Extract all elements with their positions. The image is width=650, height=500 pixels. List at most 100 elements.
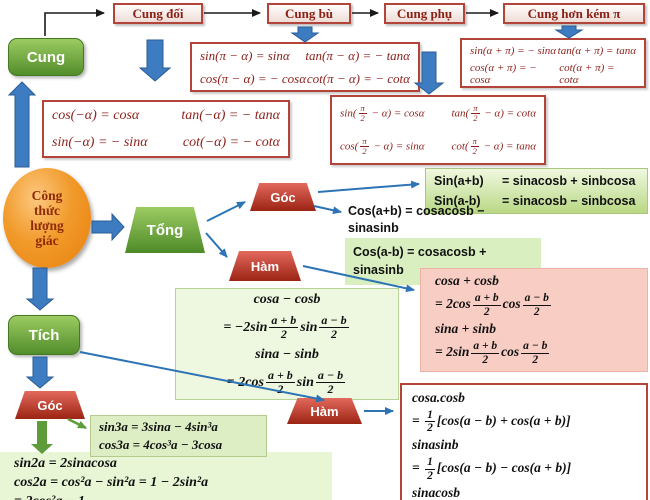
block-arrow-right-to-tong [91,212,125,242]
double-angle-box: sin2a = 2sinacosa cos2a = cos²a − sin²a … [0,452,332,500]
formula-text: sin(−α) = − sinα [52,134,148,150]
arrow-goc-to-costext [313,205,342,215]
formula-text: cos(π − α) = − cosα [200,70,307,86]
formula-line: cos2a = cos²a − sin²a = 1 − 2sin²a [14,475,209,490]
block-arrow-down-to-gocbottom [25,356,55,389]
node-ham-mid: Hàm [229,251,301,281]
formula-text: tan(π − α) = − tanα [305,47,410,63]
formula-text: cos(α + π) = − cosα [470,62,537,86]
formula-text: tan(−α) = − tanα [181,107,280,123]
formula-line: cosa − cosb [253,291,321,307]
node-ham-mid-label: Hàm [250,258,280,274]
formula-box-cung-doi: cos(−α) = cosα tan(−α) = − tanα sin(−α) … [42,100,290,158]
center-node-label: Công thức lượng giác [30,187,64,249]
formula-rhs: = sinacosb + sinbcosa [502,174,636,189]
arrow-goc-to-sinbox [317,180,420,193]
formula-line: sina + sinb [435,321,496,337]
block-arrow-down-cungdoi [138,39,172,82]
formula-text: sin(π − α) = sinα [200,47,290,63]
arrow-goc-to-triplebox [67,417,87,430]
node-tong-label: Tổng [146,221,184,239]
sin-sum-formula-box: Sin(a+b) = sinacosb + sinbcosa Sin(a-b) … [425,168,648,214]
formula-line: cosa.cosb [412,390,465,406]
block-arrow-up-to-cung [7,81,37,168]
center-node-cong-thuc-luong-giac: Công thức lượng giác [3,168,91,268]
formula-line: Cos(a-b) = cosacosb + [353,245,487,259]
node-tong: Tổng [125,207,205,253]
formula-row: sin(−α) = − sinα cot(−α) = − cotα [44,129,288,156]
formula-text: cot(π − α) = − cotα [306,70,410,86]
formula-line: sinacosb [412,484,461,500]
cos-sum-formula: Cos(a+b) = cosacosb − sinasinb [348,203,548,237]
formula-line: Cos(a+b) = cosacosb − [348,204,485,218]
block-arrow-goc-to-doublebox [31,421,53,454]
formula-row: sin(α + π) = − sinα tan(α + π) = tanα [462,40,644,62]
triple-angle-box: sin3a = 3sina − 4sin³a cos3a = 4cos³a − … [90,415,267,457]
node-goc-bottom: Góc [15,391,85,419]
formula-text: cos(−α) = cosα [52,107,140,123]
formula-text: sin(α + π) = − sinα [470,45,557,57]
node-tich: Tích [8,315,80,355]
block-arrow-down-to-tich [25,267,55,311]
node-cung-label: Cung [26,48,66,66]
node-goc-top: Góc [250,183,316,211]
formula-line: sin3a = 3sina − 4sin³a [99,419,218,434]
formula-text: cot(−α) = − cotα [182,134,280,150]
formula-line: cosa + cosb [435,273,499,289]
node-cung-phu-label: Cung phụ [396,5,453,21]
formula-row: cos(π − α) = − cosα cot(π − α) = − cotα [192,67,418,90]
formula-lhs: Sin(a+b) [434,174,484,189]
green-arrows [31,417,87,454]
formula-row: sin(π − α) = sinα tan(π − α) = − tanα [192,44,418,67]
node-goc-top-label: Góc [270,189,296,205]
node-cung-bu: Cung bù [267,3,351,24]
arrow-tong-to-ham [205,232,228,258]
formula-row: Sin(a-b) = sinacosb − sinbcosa [426,194,647,208]
formula-line: cos3a = 4cos³a − 3cosa [99,437,223,452]
node-ham-bottom: Hàm [287,398,362,424]
formula-text: tan(α + π) = tanα [557,45,636,57]
formula-line: sinasinb [412,437,459,453]
formula-row: Sin(a+b) = sinacosb + sinbcosa [426,174,647,188]
formula-box-cung-bu: sin(π − α) = sinα tan(π − α) = − tanα co… [190,42,420,92]
formula-row: cos(−α) = cosα tan(−α) = − tanα [44,102,288,129]
formula-rhs: = sinacosb − sinbcosa [502,193,636,208]
node-cung-bu-label: Cung bù [284,5,334,21]
formula-lhs: Sin(a-b) [434,193,481,208]
node-cung-hon-kem-pi-label: Cung hơn kém π [527,5,621,21]
formula-line: = 2cos²a − 1 [14,494,85,500]
node-ham-bottom-label: Hàm [310,403,339,419]
arrow-tong-to-goc [206,201,246,222]
node-cung-hon-kem-pi: Cung hơn kém π [503,3,645,24]
node-cung: Cung [8,38,84,76]
arrow-cung-to-cungdoi [44,9,105,36]
formula-line: sinasinb [348,221,399,235]
formula-text: cot(α + π) = cotα [559,62,615,86]
formula-line: sina − sinb [255,346,319,362]
node-cung-phu: Cung phụ [384,3,465,24]
block-arrow-down-cungbu [290,26,320,43]
node-goc-bottom-label: Góc [37,397,63,413]
block-arrow-down-cunghonkem [554,25,584,39]
node-tich-label: Tích [28,326,60,344]
formula-row: cos(α + π) = − cosα cot(α + π) = cotα [462,62,644,86]
formula-box-cung-hon-kem-pi: sin(α + π) = − sinα tan(α + π) = tanα co… [460,38,646,88]
formula-line: sin2a = 2sinacosa [14,456,117,471]
